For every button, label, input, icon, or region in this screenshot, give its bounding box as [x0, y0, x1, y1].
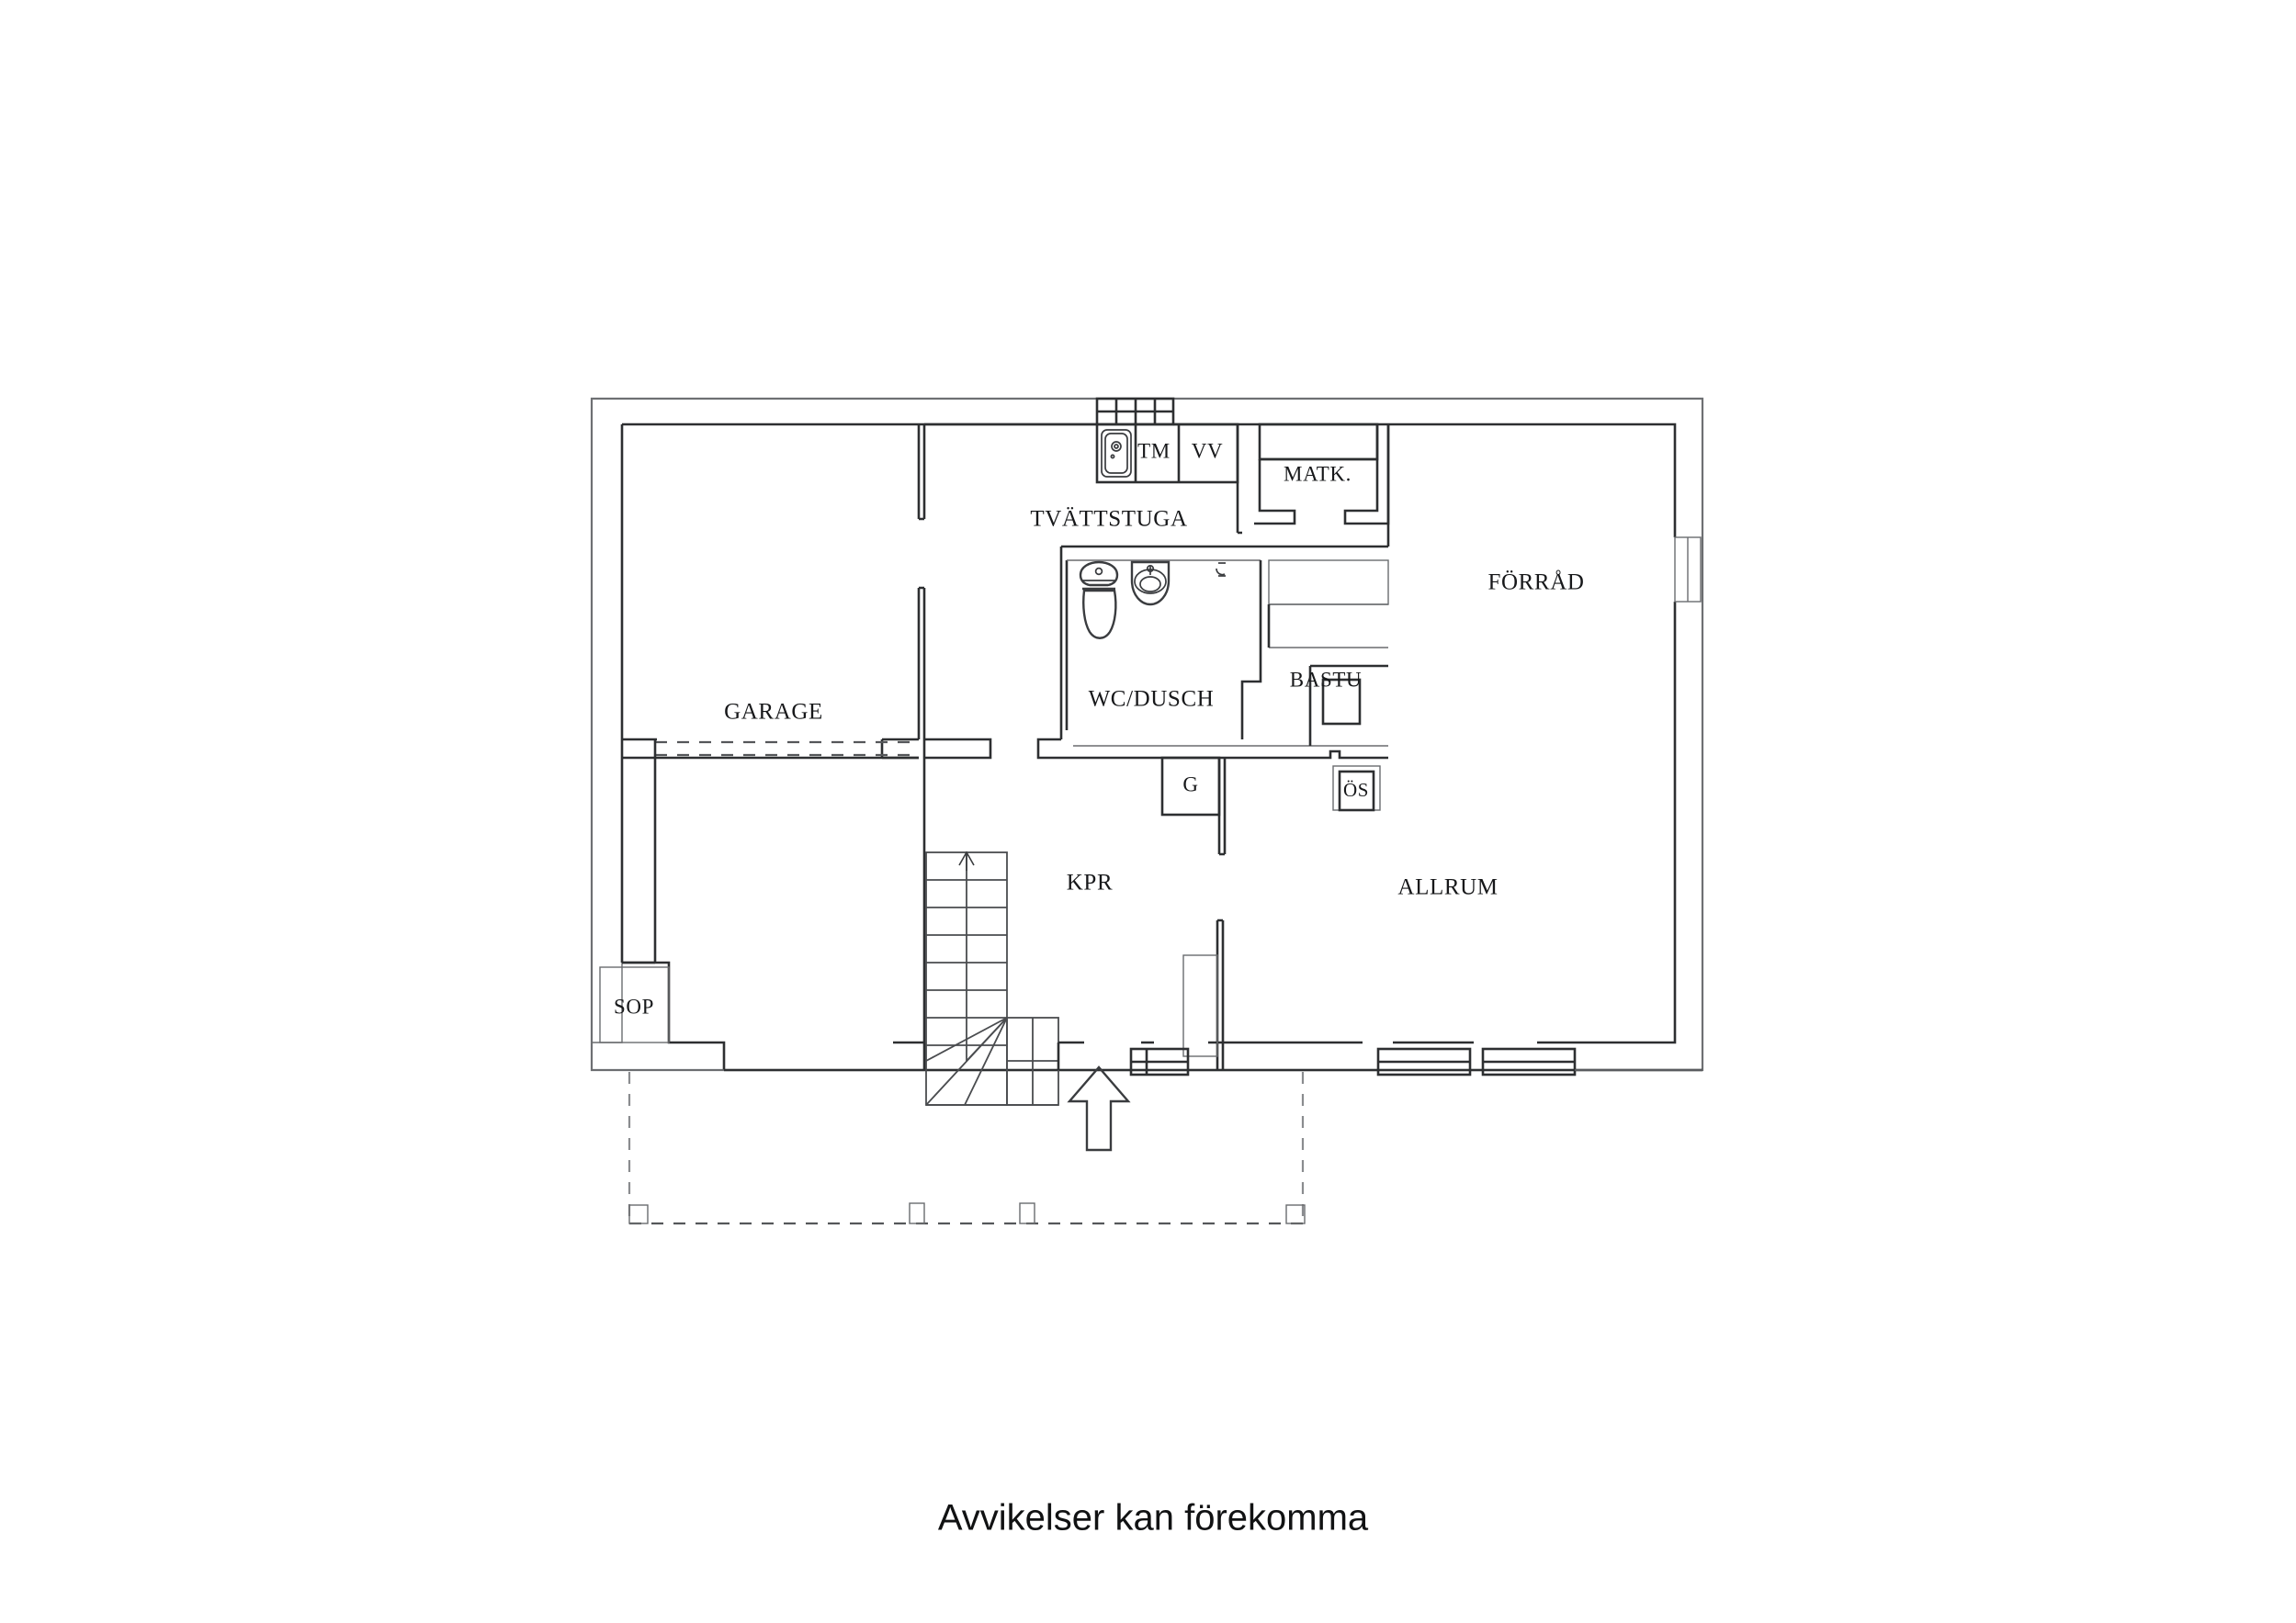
fixture-labels: TM VV G ÖS — [1137, 439, 1369, 801]
g-closet — [1160, 756, 1227, 856]
storage-room — [1334, 424, 1390, 548]
fixture-label-tm: TM — [1137, 439, 1171, 462]
laundry-area — [917, 423, 1242, 535]
room-label-tvattstuga: TVÄTTSTUGA — [1030, 507, 1187, 532]
terrace-outline — [628, 1072, 1306, 1225]
room-labels: TVÄTTSTUGA GARAGE FÖRRÅD WC/DUSCH BASTU … — [614, 462, 1584, 1018]
room-label-garage: GARAGE — [724, 700, 823, 725]
entrance-arrow-icon — [1067, 1065, 1131, 1152]
floor-drain-icon — [1216, 562, 1226, 577]
plan-caption: Avvikelser kan förekomma — [938, 1498, 1369, 1538]
room-label-allrum: ALLRUM — [1397, 875, 1498, 900]
fixture-label-os: ÖS — [1343, 779, 1369, 801]
room-label-wcdusch: WC/DUSCH — [1089, 687, 1215, 712]
sauna-room — [1267, 559, 1389, 746]
room-label-bastu: BASTU — [1290, 668, 1362, 691]
room-label-kpr: KPR — [1067, 871, 1113, 896]
sop-room — [599, 966, 670, 1043]
room-label-sop: SOP — [614, 995, 654, 1018]
os-box — [1332, 765, 1381, 812]
room-label-matk: MATK. — [1284, 462, 1352, 485]
staircase — [893, 851, 1084, 1106]
wc-shower-room — [1036, 545, 1388, 760]
fixture-label-vv: VV — [1192, 439, 1223, 462]
exterior-walls — [590, 397, 1704, 1072]
fixture-label-g: G — [1182, 772, 1198, 795]
garage-area — [622, 586, 992, 1043]
toilet-fixture — [1079, 560, 1119, 639]
sink-fixture — [1130, 560, 1171, 606]
living-room — [1129, 919, 1702, 1076]
window-right-wall — [1674, 536, 1703, 603]
utility-hatch-grid — [1095, 397, 1175, 426]
room-label-forrad: FÖRRÅD — [1487, 570, 1584, 595]
